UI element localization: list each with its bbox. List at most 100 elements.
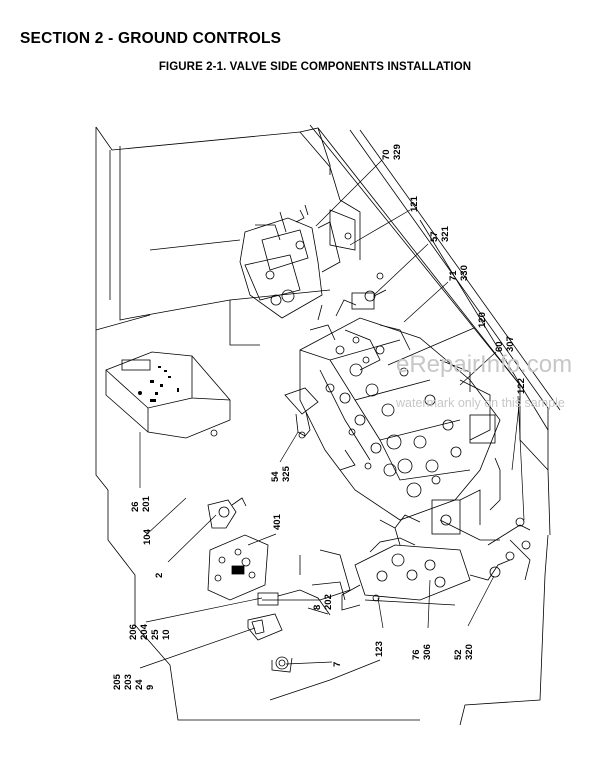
ground-control-box [105,351,231,439]
lower-valve-stack [341,457,531,611]
chassis-outline [95,124,561,726]
callout-57-321: 57 321 [429,225,451,242]
callout-120: 120 [477,312,488,328]
callout-label: 7 [332,662,343,667]
callout-label: 104 [142,528,153,545]
callout-label: 54 [270,471,281,482]
plug-connectors [247,581,346,673]
lower-control-panel [207,534,269,601]
svg-text:76: 76 [411,649,422,660]
callout-label: 321 [440,225,451,242]
callout-52-320: 52 320 [453,644,475,660]
svg-text:321: 321 [440,225,451,242]
leader-lines [139,159,525,669]
svg-text:104: 104 [142,528,153,545]
callout-label: 401 [272,513,283,530]
callout-label: 2 [154,573,165,578]
watermark-main: eRepairInfo.com [396,351,572,378]
callout-7: 7 [332,662,343,667]
svg-text:201: 201 [141,495,152,512]
svg-text:330: 330 [459,265,470,281]
svg-text:10: 10 [161,629,172,640]
callout-label: 76 [411,649,422,660]
svg-text:9: 9 [145,685,156,690]
svg-text:8: 8 [312,605,323,610]
callout-label: 206 [128,624,139,640]
main-valve-manifold [299,299,501,535]
callout-label: 8 [312,605,323,610]
callout-label: 60 [494,341,505,352]
svg-text:54: 54 [270,471,281,482]
svg-text:325: 325 [281,465,292,482]
callout-label: 203 [123,674,134,690]
svg-text:25: 25 [150,629,161,640]
callout-label: 122 [516,378,527,394]
callout-104: 104 [142,528,153,545]
callout-label: 121 [409,195,420,212]
callout-label: 25 [150,629,161,640]
switch-panel-icon [138,366,179,402]
callout-label: 329 [392,144,403,160]
callout-label: 26 [130,501,141,512]
callout-label: 70 [381,149,392,160]
svg-text:26: 26 [130,501,141,512]
callout-label: 201 [141,495,152,512]
svg-text:123: 123 [374,641,385,657]
svg-text:329: 329 [392,144,403,160]
svg-text:71: 71 [448,270,459,281]
callout-label: 10 [161,629,172,640]
callout-label: 320 [464,644,475,660]
svg-text:60: 60 [494,341,505,352]
callout-54-325: 54 325 [270,465,292,482]
callout-label: 57 [429,231,440,242]
svg-text:57: 57 [429,231,440,242]
svg-text:52: 52 [453,649,464,660]
callout-70-329: 70 329 [381,144,403,160]
svg-text:320: 320 [464,644,475,660]
svg-text:122: 122 [516,378,527,394]
svg-text:121: 121 [409,195,420,212]
callout-401: 401 [272,513,283,530]
callout-label: 24 [134,679,145,690]
callout-8-202: 8 202 [312,594,334,610]
svg-text:2: 2 [154,573,165,578]
svg-text:306: 306 [422,644,433,660]
callout-122: 122 [516,378,527,394]
callout-label: 306 [422,644,433,660]
callout-123: 123 [374,641,385,657]
callout-label: 52 [453,649,464,660]
svg-text:120: 120 [477,312,488,328]
svg-text:7: 7 [332,662,343,667]
callout-label: 202 [323,594,334,610]
svg-text:202: 202 [323,594,334,610]
elbow-fitting-54 [284,387,319,439]
callout-label: 120 [477,312,488,328]
upper-valve-block [239,204,356,319]
watermark-sub: watermark only on this sample [395,396,565,410]
callout-label: 330 [459,265,470,281]
key-switch [207,497,247,529]
callout-26-201: 26 201 [130,495,152,512]
svg-text:206: 206 [128,624,139,640]
callout-label: 205 [112,673,123,690]
callout-label: 204 [139,623,150,640]
callout-label: 325 [281,465,292,482]
svg-text:307: 307 [505,336,516,352]
svg-text:70: 70 [381,149,392,160]
callout-60-307: 60 307 [494,336,516,352]
svg-text:203: 203 [123,674,134,690]
callout-121: 121 [409,195,420,212]
callout-2: 2 [154,573,165,578]
callout-label: 9 [145,685,156,690]
callout-71-330: 71 330 [448,265,470,281]
callout-206-204-25-10: 206 204 25 10 [128,623,172,640]
callout-label: 307 [505,336,516,352]
callout-label: 123 [374,641,385,657]
svg-text:24: 24 [134,679,145,690]
fitting-57 [351,272,387,310]
section-title: SECTION 2 - GROUND CONTROLS [20,30,282,47]
svg-text:205: 205 [112,673,123,690]
svg-text:401: 401 [272,513,283,530]
callout-76-306: 76 306 [411,644,433,660]
